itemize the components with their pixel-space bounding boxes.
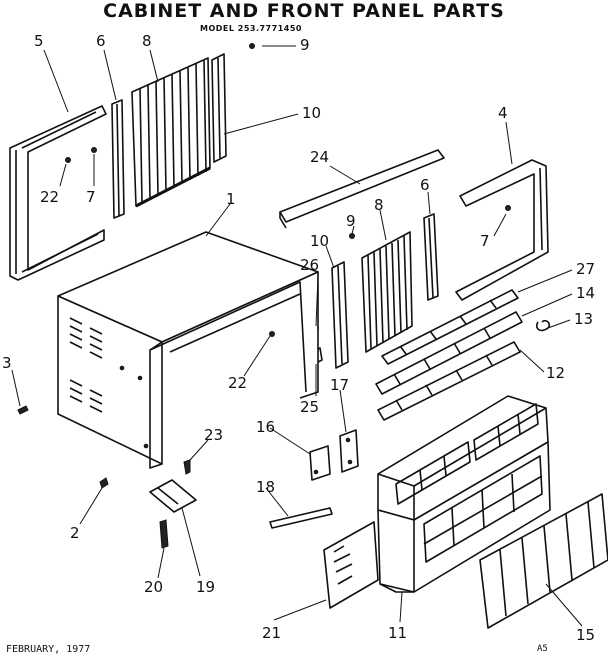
leader-lines <box>11 45 583 627</box>
screw-7b <box>505 205 511 211</box>
callout-19: 19 <box>196 578 215 596</box>
callout-21: 21 <box>262 624 281 642</box>
part-27-louver <box>381 289 519 365</box>
part-13-clip <box>535 319 551 332</box>
callout-numbers: 5 6 8 9 10 22 7 4 24 6 7 1 9 8 10 26 27 … <box>2 32 595 644</box>
callout-15: 15 <box>576 626 595 644</box>
part-8-right-curtain <box>361 231 413 353</box>
callout-9-left: 9 <box>300 36 310 54</box>
part-21-side-panel <box>323 521 379 609</box>
part-10-left-strip <box>211 43 255 163</box>
part-19-bracket <box>149 479 197 513</box>
callout-26: 26 <box>300 256 319 274</box>
screw-3 <box>17 405 29 415</box>
callout-8-right: 8 <box>374 196 384 214</box>
screw-22b <box>269 331 275 337</box>
callout-8-left: 8 <box>142 32 152 50</box>
part-16-control-bracket <box>309 445 331 481</box>
screw-2 <box>99 477 109 489</box>
screw-7a <box>91 147 97 153</box>
cabinet-side-louvers <box>69 317 103 413</box>
callout-27: 27 <box>576 260 595 278</box>
callout-3: 3 <box>2 354 12 372</box>
part-14-louver <box>375 311 523 395</box>
part-5-left-frame <box>9 105 107 281</box>
front-panel-grille-top <box>395 403 539 505</box>
callout-12: 12 <box>546 364 565 382</box>
part-12-louver <box>377 341 521 421</box>
part-17-control-bracket <box>339 429 359 473</box>
diagram-title: CABINET AND FRONT PANEL PARTS <box>103 0 505 22</box>
callout-11: 11 <box>388 624 407 642</box>
callout-23: 23 <box>204 426 223 444</box>
callout-6-left: 6 <box>96 32 106 50</box>
callout-4: 4 <box>498 104 508 122</box>
part-24-seal-bar <box>279 149 445 229</box>
part-15-filter <box>479 493 608 629</box>
callout-22-left: 22 <box>40 188 59 206</box>
callout-6-right: 6 <box>420 176 430 194</box>
part-18-knob-bar <box>269 507 333 529</box>
part-8-left-curtain <box>131 57 211 208</box>
callout-22-right: 22 <box>228 374 247 392</box>
callout-10-left: 10 <box>302 104 321 122</box>
screw-9a <box>249 43 255 49</box>
part-10-right-strip <box>331 233 355 369</box>
screw-9b <box>349 233 355 239</box>
part-11-front-panel <box>377 395 551 593</box>
part-6-right-strip <box>423 213 439 301</box>
front-panel-grille-bottom <box>423 455 543 563</box>
part-6-left-strip <box>91 99 125 219</box>
callout-17: 17 <box>330 376 349 394</box>
footer-date: FEBRUARY, 1977 <box>6 644 91 655</box>
screw-20 <box>159 519 169 549</box>
callout-7-right: 7 <box>480 232 490 250</box>
screw-22a <box>65 157 71 163</box>
callout-10-right: 10 <box>310 232 329 250</box>
callout-1: 1 <box>226 190 236 208</box>
callout-5: 5 <box>34 32 44 50</box>
part-1-cabinet <box>57 231 319 469</box>
callout-2: 2 <box>70 524 80 542</box>
callout-7-left: 7 <box>86 188 96 206</box>
callout-14: 14 <box>576 284 595 302</box>
callout-20: 20 <box>144 578 163 596</box>
callout-16: 16 <box>256 418 275 436</box>
screw-23 <box>183 459 191 475</box>
callout-13: 13 <box>574 310 593 328</box>
callout-24: 24 <box>310 148 329 166</box>
callout-25: 25 <box>300 398 319 416</box>
part-4-right-frame <box>455 159 549 301</box>
callout-9-right: 9 <box>346 212 356 230</box>
model-number: MODEL 253.7771450 <box>200 24 302 33</box>
footer-code: A5 <box>537 644 548 654</box>
callout-18: 18 <box>256 478 275 496</box>
